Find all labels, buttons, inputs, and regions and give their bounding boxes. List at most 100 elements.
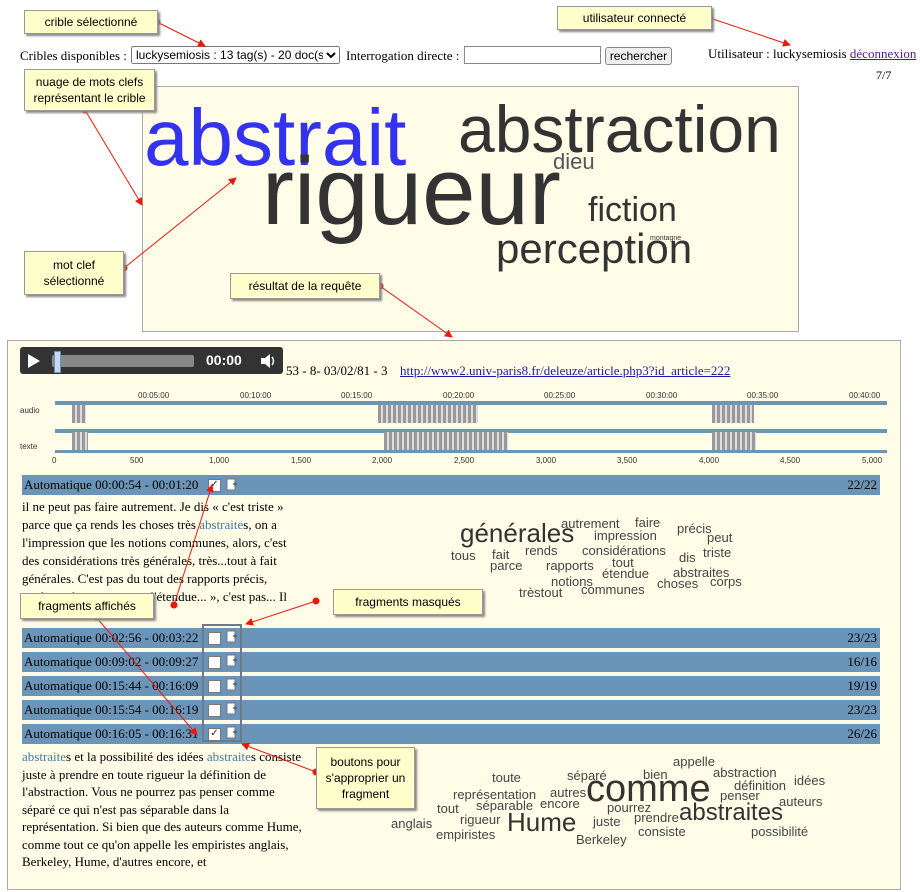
fragment-bar[interactable]: Automatique 00:02:56 - 00:03:22 23/23 xyxy=(22,628,880,648)
cloud-word[interactable]: consiste xyxy=(638,824,686,839)
cloud-word[interactable]: trèstout xyxy=(519,585,563,600)
texte-segment[interactable] xyxy=(384,432,508,450)
cloud-word[interactable]: prendre xyxy=(634,810,679,825)
cloud-word-fiction[interactable]: fiction xyxy=(588,191,677,229)
fragment-bar[interactable]: Automatique 00:09:02 - 00:09:27 16/16 xyxy=(22,652,880,672)
cloud-word[interactable]: abstraites xyxy=(679,799,784,826)
cloud-word[interactable]: précis xyxy=(677,521,712,536)
cloud-word[interactable]: idées xyxy=(794,773,826,788)
appropriate-fragment-icon[interactable] xyxy=(226,678,238,691)
cloud-word[interactable]: séparable xyxy=(476,798,534,813)
cloud-word[interactable]: tout xyxy=(612,555,634,570)
cloud-word[interactable]: notions xyxy=(551,574,593,589)
cloud-word-abstrait[interactable]: abstrait xyxy=(144,93,407,182)
cloud-word[interactable]: rends xyxy=(525,543,558,558)
cloud-word[interactable]: Hume xyxy=(507,807,577,837)
seek-handle[interactable] xyxy=(54,351,61,373)
cloud-word[interactable]: définition xyxy=(734,778,787,793)
cloud-word[interactable]: choses xyxy=(657,576,699,591)
audio-row-label: audio xyxy=(20,406,40,415)
fragment-count: 22/22 xyxy=(847,477,877,492)
cloud-word[interactable]: autres xyxy=(550,785,587,800)
cloud-word[interactable]: empiristes xyxy=(436,827,496,842)
fragment-bar[interactable]: Automatique 00:15:54 - 00:16:19 23/23 xyxy=(22,700,880,720)
cloud-word[interactable]: auteurs xyxy=(779,794,823,809)
volume-icon[interactable] xyxy=(260,353,278,369)
cloud-word[interactable]: juste xyxy=(593,814,621,829)
cloud-word[interactable]: toute xyxy=(492,770,521,785)
audio-track[interactable] xyxy=(55,401,887,405)
article-link[interactable]: http://www2.univ-paris8.fr/deleuze/artic… xyxy=(400,363,731,378)
texte-track[interactable] xyxy=(55,429,887,433)
cloud-word[interactable]: générales xyxy=(460,518,575,548)
highlighted-keyword[interactable]: abstraite xyxy=(22,749,67,764)
cloud-word[interactable]: fait xyxy=(492,547,510,562)
cloud-word[interactable]: communes xyxy=(581,582,645,597)
appropriate-fragment-icon[interactable] xyxy=(226,478,238,491)
texte-segment[interactable] xyxy=(712,432,756,450)
logout-link[interactable]: déconnexion xyxy=(849,46,917,61)
masked-checkbox-column xyxy=(202,624,242,742)
search-button[interactable]: rechercher xyxy=(605,47,672,65)
cloud-word[interactable]: peut xyxy=(707,530,733,545)
appropriate-fragment-icon[interactable] xyxy=(226,630,238,643)
crible-select[interactable]: luckysemiosis : 13 tag(s) - 20 doc(s) xyxy=(131,46,340,64)
cloud-word[interactable]: corps xyxy=(710,574,742,589)
cloud-word-montagne[interactable]: montagne xyxy=(650,235,682,242)
text-line: représentation. Si bien que des auteurs … xyxy=(22,819,302,834)
audio-segment[interactable] xyxy=(712,405,754,423)
text-segment: s consiste xyxy=(250,749,302,764)
cloud-word[interactable]: faire xyxy=(635,515,661,530)
cloud-word[interactable]: autrement xyxy=(561,516,620,531)
cloud-word[interactable]: impression xyxy=(594,528,657,543)
cloud-word[interactable]: possibilité xyxy=(751,824,809,839)
cloud-word-dieu[interactable]: dieu xyxy=(553,149,595,174)
cloud-word[interactable]: penser xyxy=(720,788,760,803)
fragment-checkbox[interactable] xyxy=(208,632,221,645)
search-input[interactable] xyxy=(464,46,601,64)
fragment-checkbox[interactable] xyxy=(208,656,221,669)
seek-bar[interactable] xyxy=(52,355,194,367)
cloud-word[interactable]: bien xyxy=(643,767,668,782)
cloud-word[interactable]: Berkeley xyxy=(576,832,627,847)
cloud-word[interactable]: abstraites xyxy=(673,565,730,580)
appropriate-fragment-icon[interactable] xyxy=(226,726,238,739)
cloud-word[interactable]: tous xyxy=(451,548,476,563)
appropriate-fragment-icon[interactable] xyxy=(226,702,238,715)
fragment-bar[interactable]: Automatique 00:15:44 - 00:16:09 19/19 xyxy=(22,676,880,696)
cloud-word-rigueur[interactable]: rigueur xyxy=(262,138,561,245)
cloud-word[interactable]: appelle xyxy=(673,754,715,769)
audio-segment[interactable] xyxy=(72,405,86,423)
fragment-checkbox[interactable] xyxy=(208,680,221,693)
play-icon[interactable] xyxy=(26,352,42,370)
cloud-word[interactable]: comme xyxy=(586,768,711,810)
cloud-word-abstraction[interactable]: abstraction xyxy=(458,92,781,166)
cloud-word[interactable]: rigueur xyxy=(460,812,501,827)
appropriate-fragment-icon[interactable] xyxy=(226,654,238,667)
cloud-word[interactable]: pourrez xyxy=(607,800,652,815)
highlighted-keyword[interactable]: abstraite xyxy=(206,749,251,764)
cloud-word[interactable]: représentation xyxy=(453,787,537,802)
fragment-checkbox[interactable] xyxy=(208,704,221,717)
highlighted-keyword[interactable]: abstraite xyxy=(199,517,244,532)
fragment-checkbox[interactable] xyxy=(208,728,221,741)
cloud-word[interactable]: étendue xyxy=(602,566,649,581)
cloud-word[interactable]: abstraction xyxy=(713,765,777,780)
timeline[interactable]: 00:05:00 00:10:00 00:15:00 00:20:00 00:2… xyxy=(20,388,890,468)
cloud-word[interactable]: rapports xyxy=(546,558,594,573)
cloud-word[interactable]: anglais xyxy=(391,816,433,831)
fragment-bar[interactable]: Automatique 00:16:05 - 00:16:31 26/26 xyxy=(22,724,880,744)
cloud-word[interactable]: triste xyxy=(703,545,732,560)
texte-segment[interactable] xyxy=(72,432,88,450)
audio-player[interactable]: 00:00 xyxy=(20,347,283,374)
cloud-word[interactable]: séparé xyxy=(567,768,607,783)
cloud-word[interactable]: parce xyxy=(490,558,523,573)
cloud-word[interactable]: considérations xyxy=(582,543,666,558)
cloud-word-perception[interactable]: perception xyxy=(496,225,693,272)
cloud-word[interactable]: encore xyxy=(540,796,580,811)
cloud-word[interactable]: tout xyxy=(437,801,459,816)
cloud-word[interactable]: dis xyxy=(679,550,696,565)
fragment-bar[interactable]: Automatique 00:00:54 - 00:01:20 22/22 xyxy=(22,475,880,495)
audio-segment[interactable] xyxy=(378,405,478,423)
fragment-checkbox[interactable] xyxy=(208,479,221,492)
